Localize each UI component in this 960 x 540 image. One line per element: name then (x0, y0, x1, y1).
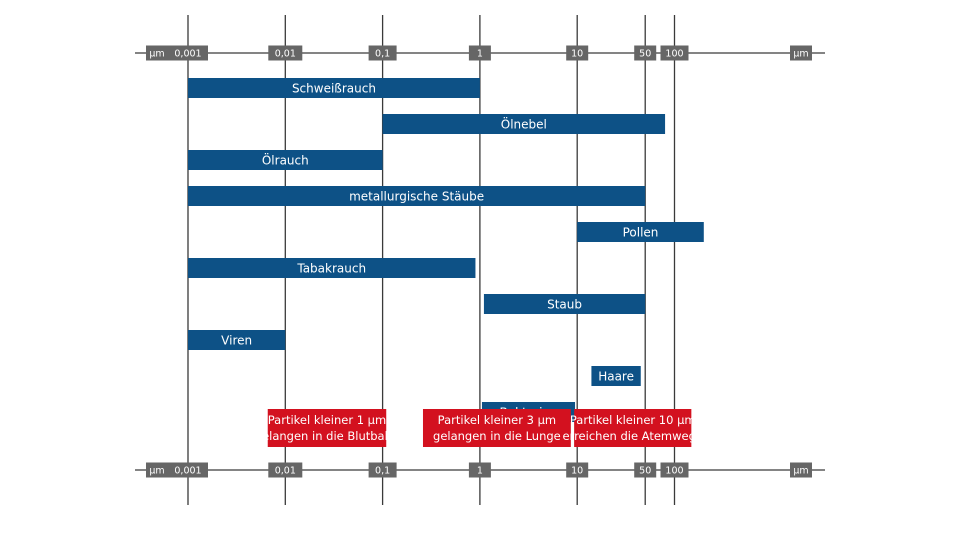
bar-label-pollen: Pollen (623, 226, 659, 240)
bar-label-haare: Haare (598, 370, 634, 384)
bottom-tick-label-50: 50 (639, 466, 651, 477)
top-unit-label-left: µm (149, 49, 164, 60)
top-tick-label-10: 10 (571, 49, 583, 60)
bottom-tick-label-100: 100 (665, 466, 683, 477)
annotation-3-line-2: erreichen die Atemwege (562, 429, 703, 443)
top-tick-label-0-01: 0,01 (275, 49, 296, 60)
bottom-tick-label-50-box (634, 462, 657, 478)
bottom-tick-label-0-001-box (168, 462, 208, 478)
top-tick-label-10-box (566, 45, 589, 61)
bar-haare (591, 366, 641, 386)
annotation-3-line-1: Partikel kleiner 10 µm (570, 413, 696, 427)
bottom-unit-label-left-box (146, 462, 168, 478)
top-tick-label-100-box (660, 45, 689, 61)
bar-tabakrauch (188, 258, 476, 278)
top-tick-label-1-box (468, 45, 491, 61)
bar-label-metallurgische-staeube: metallurgische Stäube (349, 190, 484, 204)
annotation-box-1 (267, 409, 387, 447)
bottom-tick-label-0-01: 0,01 (275, 466, 296, 477)
top-unit-label-left-box (146, 45, 168, 61)
top-tick-label-0-001: 0,001 (174, 49, 201, 60)
top-tick-label-0-1: 0,1 (375, 49, 390, 60)
bottom-tick-label-10-box (566, 462, 589, 478)
bottom-tick-label-0-001: 0,001 (174, 466, 201, 477)
bar-schweissrauch (188, 78, 480, 98)
bar-label-oelnebel: Ölnebel (501, 116, 547, 132)
bar-label-staub: Staub (547, 298, 582, 312)
bottom-unit-label-left: µm (149, 466, 164, 477)
annotation-box-3 (574, 409, 692, 447)
bottom-tick-label-0-1: 0,1 (375, 466, 390, 477)
bottom-tick-label-1: 1 (477, 466, 483, 477)
bar-staub (483, 294, 646, 314)
annotation-2-line-2: gelangen in die Lunge (433, 429, 561, 443)
top-tick-label-50: 50 (639, 49, 651, 60)
annotation-2-line-1: Partikel kleiner 3 µm (438, 413, 556, 427)
annotation-1-line-1: Partikel kleiner 1 µm (268, 413, 386, 427)
bar-oelnebel (382, 114, 666, 134)
annotation-1-line-2: gelangen in die Blutbahn (255, 429, 399, 443)
bar-metallurgische-staeube (188, 186, 646, 206)
top-tick-label-50-box (634, 45, 657, 61)
bar-label-viren: Viren (221, 334, 252, 348)
bottom-tick-label-1-box (468, 462, 491, 478)
bottom-unit-label-right-box (790, 462, 812, 478)
bar-label-schweissrauch: Schweißrauch (292, 82, 376, 96)
bottom-tick-label-0-01-box (268, 462, 303, 478)
bar-viren (188, 330, 286, 350)
top-tick-label-0-01-box (268, 45, 303, 61)
top-tick-label-1: 1 (477, 49, 483, 60)
bottom-tick-label-100-box (660, 462, 689, 478)
bar-oelrauch (188, 150, 383, 170)
top-unit-label-right: µm (793, 49, 808, 60)
bottom-tick-label-0-1-box (368, 462, 397, 478)
bottom-tick-label-10: 10 (571, 466, 583, 477)
top-tick-label-0-1-box (368, 45, 397, 61)
bar-label-tabakrauch: Tabakrauch (296, 262, 366, 276)
top-tick-label-100: 100 (665, 49, 683, 60)
bar-label-oelrauch: Ölrauch (262, 152, 309, 168)
bar-pollen (577, 222, 704, 242)
bottom-unit-label-right: µm (793, 466, 808, 477)
top-unit-label-right-box (790, 45, 812, 61)
annotation-box-2 (422, 409, 571, 447)
top-tick-label-0-001-box (168, 45, 208, 61)
